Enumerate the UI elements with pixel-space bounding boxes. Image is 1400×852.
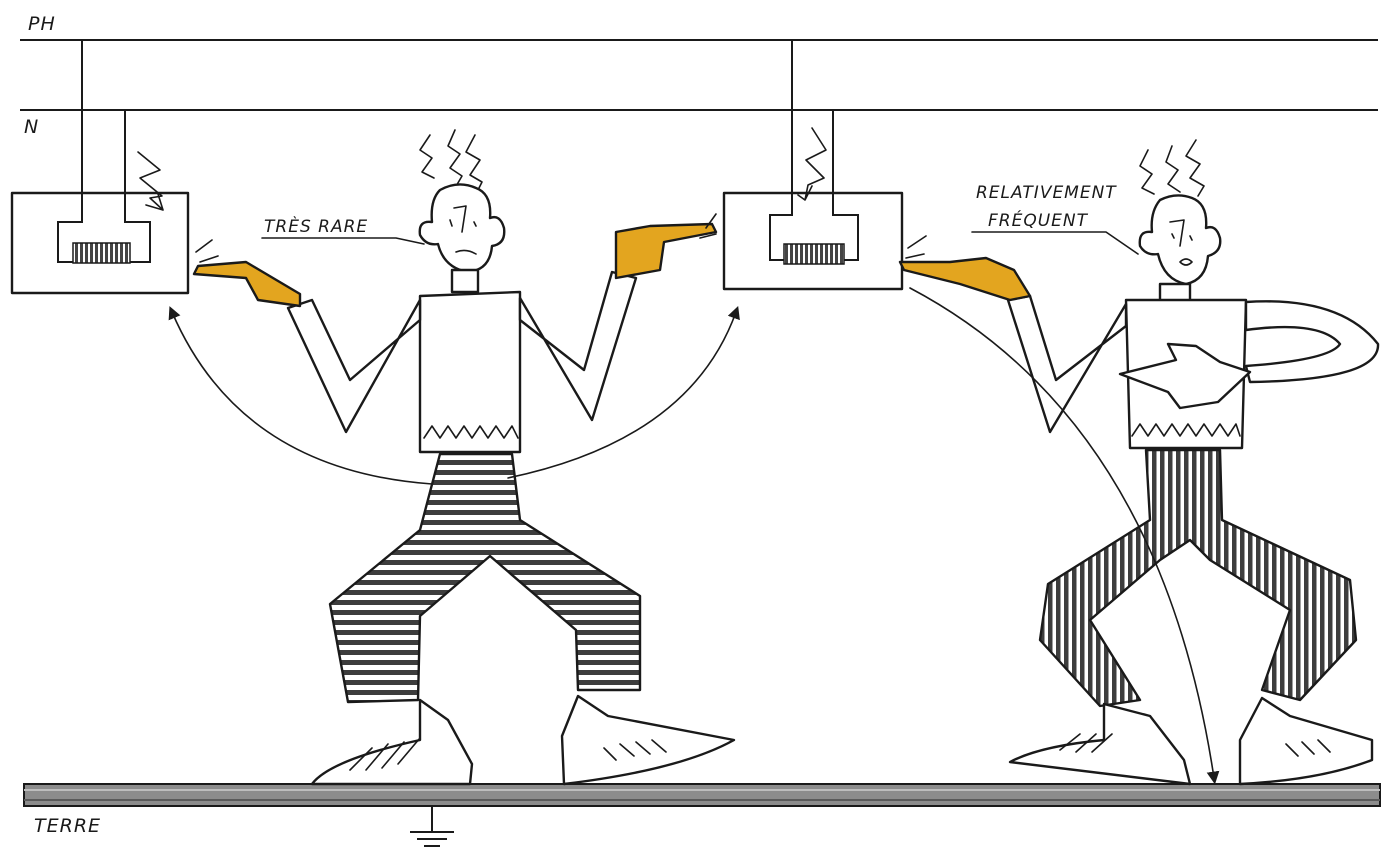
left-person	[192, 129, 736, 786]
left-person-pointing-hand-right	[614, 222, 718, 280]
phase-label: PH	[28, 13, 56, 35]
right-person	[898, 139, 1380, 786]
earth-label: TERRE	[34, 815, 101, 837]
right-person-left-arm	[1006, 294, 1128, 434]
left-person-left-arm	[286, 298, 422, 434]
left-callout-text: TRÈS RARE	[264, 215, 368, 237]
right-person-right-arm	[1244, 300, 1380, 384]
left-person-right-arm	[518, 270, 638, 422]
right-person-pointing-self-hand	[1118, 342, 1252, 410]
left-person-hair	[419, 129, 483, 191]
right-appliance	[722, 40, 904, 291]
neutral-label: N	[24, 116, 39, 138]
right-person-right-shoe	[1238, 696, 1374, 786]
shock-spark-icon	[195, 213, 927, 263]
left-heating-element	[72, 242, 131, 264]
right-person-hair	[1139, 139, 1205, 197]
right-callout-text-2: FRÉQUENT	[988, 209, 1089, 231]
right-appliance-case	[722, 191, 904, 291]
right-callout: RELATIVEMENT FRÉQUENT	[971, 183, 1139, 255]
left-current-path	[168, 305, 740, 485]
right-insulation-fault-icon	[797, 127, 827, 201]
right-person-trousers	[1038, 448, 1358, 708]
left-person-right-shoe	[560, 694, 736, 786]
left-person-shirt	[418, 290, 522, 454]
right-current-path	[909, 287, 1220, 785]
left-person-pointing-hand-left	[192, 260, 302, 308]
right-person-pointing-hand	[898, 256, 1032, 302]
earth-symbol-icon	[410, 806, 454, 847]
right-person-head	[1138, 194, 1222, 286]
earth-bar	[23, 783, 1381, 807]
right-heating-element	[783, 243, 845, 265]
left-callout: TRÈS RARE	[261, 215, 425, 245]
left-person-trousers	[328, 452, 642, 704]
left-appliance	[10, 40, 190, 295]
right-callout-text-1: RELATIVEMENT	[976, 183, 1117, 203]
left-insulation-fault-icon	[137, 151, 164, 211]
left-person-left-shoe	[310, 698, 474, 786]
